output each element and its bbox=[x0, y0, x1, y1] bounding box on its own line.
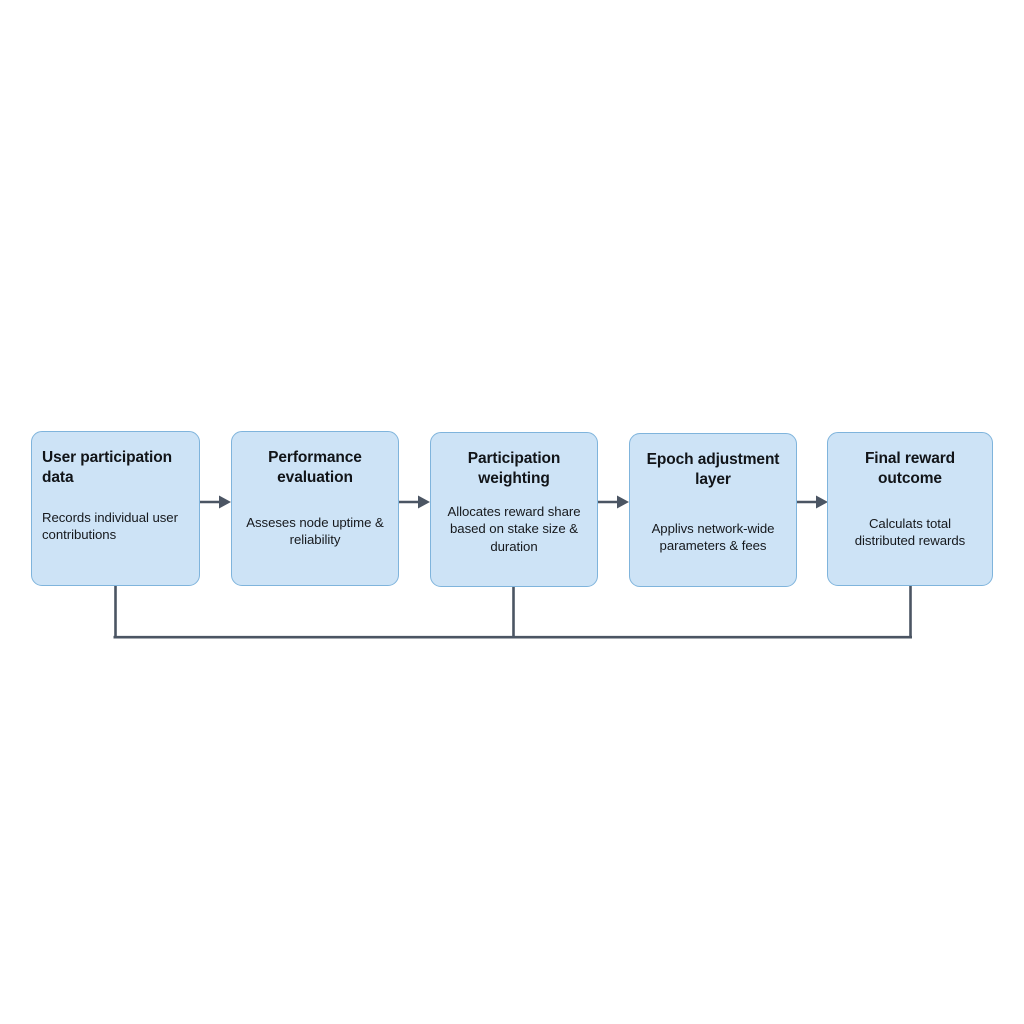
node-title: Epoch adjustment layer bbox=[646, 451, 780, 488]
arrow-4-5 bbox=[797, 495, 828, 509]
node-title: Participation weighting bbox=[467, 450, 561, 487]
node-description: Allocates reward share based on stake si… bbox=[447, 503, 581, 554]
node-performance-evaluation[interactable]: Performance evaluation Asseses node upti… bbox=[231, 431, 399, 586]
node-description: Calculats total distributed rewards bbox=[854, 515, 966, 549]
node-title: Final reward outcome bbox=[864, 450, 956, 487]
node-title: Performance evaluation bbox=[268, 449, 362, 486]
node-participation-weighting[interactable]: Participation weighting Allocates reward… bbox=[430, 432, 598, 587]
arrow-2-3 bbox=[399, 495, 430, 509]
node-description: Records individual user contributions bbox=[42, 509, 178, 543]
node-description: Asseses node uptime & reliability bbox=[246, 514, 384, 548]
arrow-1-2 bbox=[200, 495, 231, 509]
node-final-reward-outcome[interactable]: Final reward outcome Calculats total dis… bbox=[827, 432, 993, 586]
node-user-participation-data[interactable]: User participation data Records individu… bbox=[31, 431, 200, 586]
node-epoch-adjustment-layer[interactable]: Epoch adjustment layer Applivs network-w… bbox=[629, 433, 797, 587]
node-description: Applivs network-wide parameters & fees bbox=[651, 520, 775, 554]
arrow-3-4 bbox=[598, 495, 629, 509]
node-title: User participation data bbox=[42, 449, 172, 486]
